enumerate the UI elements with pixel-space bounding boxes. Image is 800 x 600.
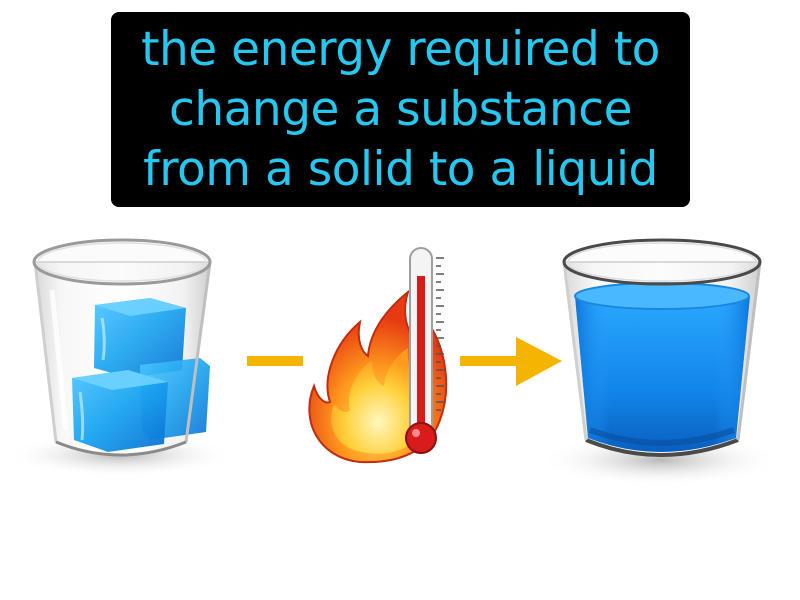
arrow-icon [460,337,562,386]
caption-line-2: change a substance [168,81,633,137]
glass-of-water-icon [540,238,780,486]
arrow-tail [247,356,303,366]
melting-diagram [5,238,780,486]
glass-of-ice-icon [5,238,235,477]
definition-caption: the energy required to change a substanc… [111,12,690,207]
thermometer-icon [405,247,444,454]
caption-line-3: from a solid to a liquid [143,141,658,197]
ice-cubes [72,298,210,452]
caption-line-1: the energy required to [141,21,660,77]
